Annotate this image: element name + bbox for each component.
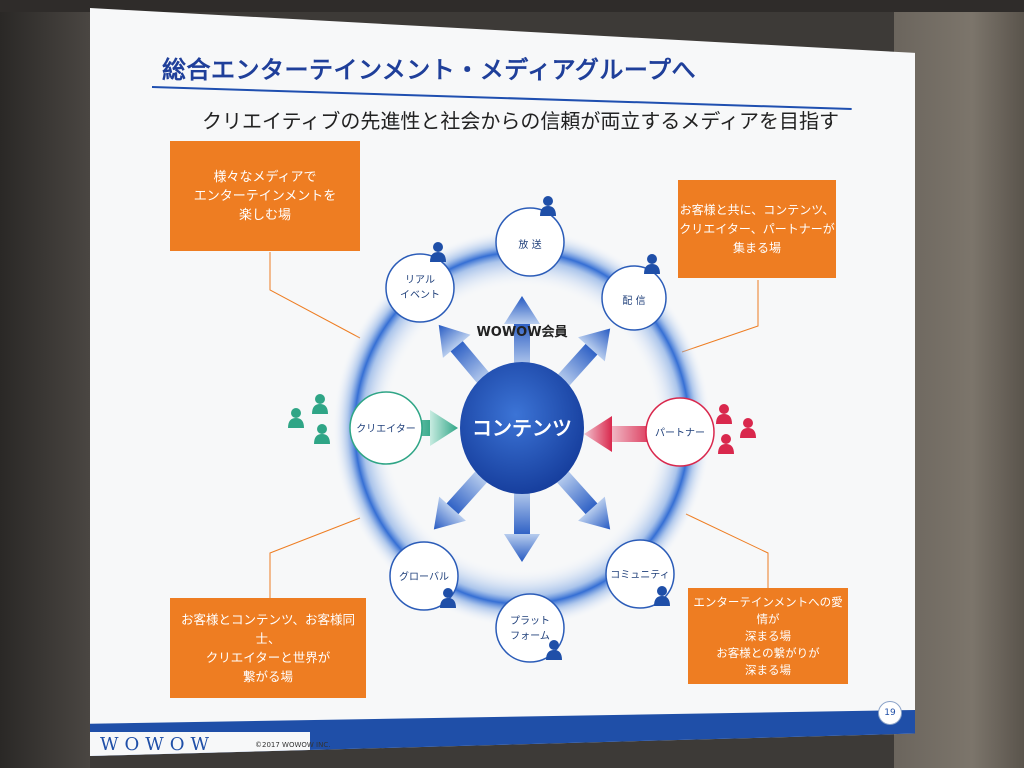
- svg-text:リアル: リアル: [405, 275, 435, 286]
- projected-slide: 総合エンターテインメント・メディアグループへ クリエイティブの先進性と社会からの…: [90, 8, 915, 756]
- ecosystem-diagram: コンテンツ WOWOW会員 放 送 配 信 リアル イベント グローバル プラッ…: [269, 196, 769, 663]
- box-bottom-left: お客様とコンテンツ、お客様同士、 クリエイターと世界が 繋がる場: [170, 598, 366, 698]
- box-line: 深まる場: [745, 628, 791, 643]
- room-wall-left: [0, 0, 90, 768]
- svg-text:グローバル: グローバル: [399, 570, 449, 583]
- box-line: クリエイターと世界が: [205, 650, 331, 665]
- leader-lines: [269, 252, 769, 608]
- room-ceiling: [0, 0, 1024, 12]
- box-top-left: 様々なメディアで エンターテインメントを 楽しむ場: [170, 141, 360, 251]
- node-community: コミュニティ: [605, 539, 675, 609]
- svg-text:プラット: プラット: [510, 615, 550, 627]
- svg-text:イベント: イベント: [400, 289, 440, 301]
- box-line: エンターテインメントへの愛情が: [693, 594, 843, 626]
- node-global: グローバル: [389, 541, 459, 611]
- copyright-text: ©2017 WOWOW INC.: [255, 741, 331, 749]
- node-platform: プラット フォーム: [495, 593, 565, 663]
- box-line: 繋がる場: [242, 669, 293, 684]
- box-line: 集まる場: [732, 240, 781, 255]
- box-line: クリエイター、パートナーが: [679, 221, 835, 236]
- slide-subtitle: クリエイティブの先進性と社会からの信頼が両立するメディアを目指す: [202, 109, 839, 133]
- person-icon: [644, 254, 660, 274]
- members-label: WOWOW会員: [476, 324, 567, 340]
- wowow-logo: WOWOW: [100, 734, 216, 755]
- center-circle: [460, 362, 584, 494]
- svg-text:コミュニティ: コミュニティ: [610, 570, 669, 581]
- svg-text:放 送: 放 送: [518, 238, 541, 251]
- svg-text:フォーム: フォーム: [510, 630, 550, 642]
- box-top-right: お客様と共に、コンテンツ、 クリエイター、パートナーが 集まる場: [678, 180, 836, 278]
- box-line: 楽しむ場: [238, 207, 291, 223]
- partner-group-icon: [716, 404, 756, 454]
- box-line: お客様と共に、コンテンツ、: [679, 202, 835, 217]
- box-line: エンターテインメントを: [193, 188, 337, 204]
- node-creator: クリエイター: [349, 391, 423, 465]
- center-label: コンテンツ: [472, 416, 572, 440]
- creator-group-icon: [288, 394, 330, 444]
- node-broadcast: 放 送: [495, 196, 565, 277]
- svg-text:クリエイター: クリエイター: [356, 423, 416, 435]
- person-icon: [540, 196, 556, 216]
- box-line: お客様とコンテンツ、お客様同士、: [180, 612, 355, 646]
- svg-text:パートナー: パートナー: [655, 427, 705, 439]
- node-partner: パートナー: [645, 397, 715, 467]
- box-line: 深まる場: [745, 662, 791, 677]
- page-number: 19: [878, 701, 902, 725]
- box-bottom-right: エンターテインメントへの愛情が 深まる場 お客様との繋がりが 深まる場: [688, 588, 848, 684]
- slide-title: 総合エンターテインメント・メディアグループへ: [162, 56, 696, 84]
- node-distribution: 配 信: [601, 254, 667, 331]
- room-wall-right: [894, 0, 1024, 768]
- node-real-event: リアル イベント: [385, 242, 455, 323]
- svg-text:配 信: 配 信: [622, 295, 645, 307]
- box-line: お客様との繋がりが: [716, 645, 820, 660]
- box-line: 様々なメディアで: [213, 169, 317, 185]
